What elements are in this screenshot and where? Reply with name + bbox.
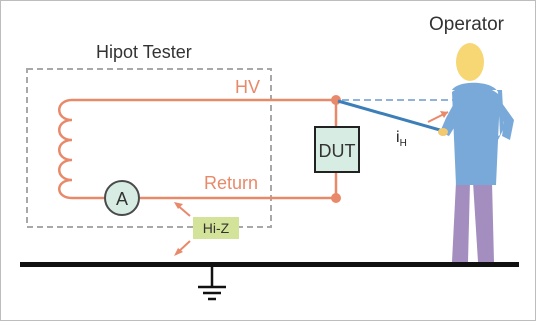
hi-z-box	[193, 217, 239, 239]
hi-z-label: Hi-Z	[203, 220, 230, 236]
hi-z-arrow-down-head	[174, 248, 183, 256]
ground-bar	[20, 262, 519, 267]
ground-symbol	[198, 267, 226, 301]
hv-label: HV	[235, 77, 260, 97]
current-arrow-head	[440, 111, 448, 118]
hi-z-arrow-up-head	[174, 202, 183, 209]
operator-figure	[438, 43, 514, 262]
dut-label: DUT	[319, 141, 356, 161]
probe-line	[337, 99, 448, 134]
return-label: Return	[204, 173, 258, 193]
dut-box	[314, 126, 360, 173]
operator-label: Operator	[429, 14, 505, 35]
coil	[58, 98, 73, 200]
ammeter-label: A	[116, 189, 128, 209]
ammeter	[104, 180, 140, 216]
current-label: iH	[396, 129, 407, 149]
tester-title: Hipot Tester	[96, 42, 192, 62]
tester-box	[26, 68, 272, 228]
return-node	[331, 193, 341, 203]
